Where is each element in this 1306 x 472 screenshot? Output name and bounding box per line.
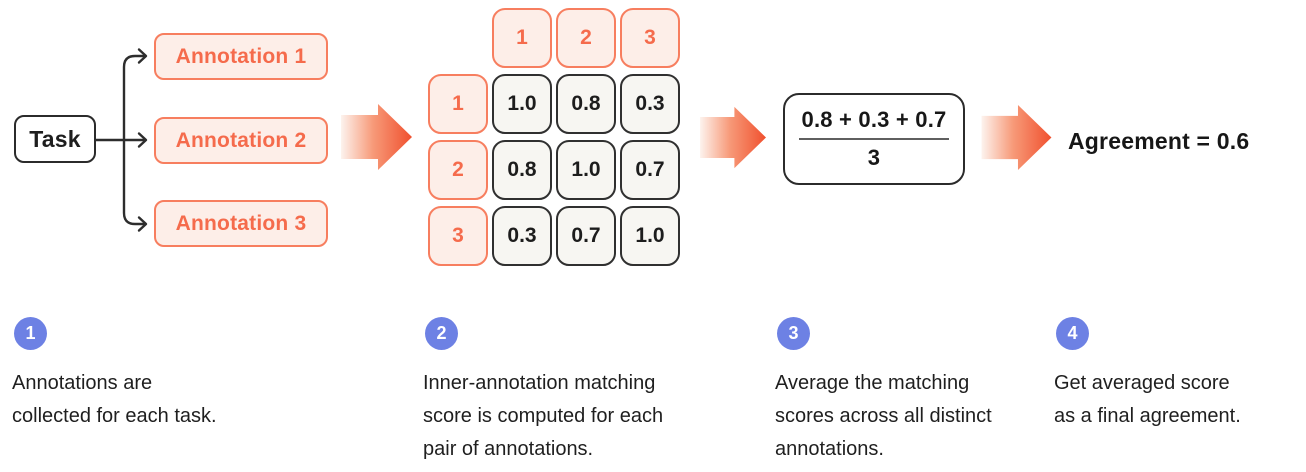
step-3-line-1: Average the matching xyxy=(775,372,970,394)
branch-connector-lines-icon xyxy=(95,48,148,232)
matrix-cell-3-2: 0.7 xyxy=(556,206,616,266)
matrix-cell-1-3: 0.3 xyxy=(620,74,680,134)
step-1-line-1: Annotations are xyxy=(12,372,153,394)
matrix-cell-3-3: 1.0 xyxy=(620,206,680,266)
annotation-1-box: Annotation 1 xyxy=(154,33,328,80)
step-4-badge: 4 xyxy=(1056,317,1089,350)
task-label: Task xyxy=(29,125,81,152)
flow-arrow-2-icon xyxy=(700,106,766,169)
task-box: Task xyxy=(14,115,96,163)
matrix-row-header-2: 2 xyxy=(428,140,488,200)
formula-numerator: 0.8 + 0.3 + 0.7 xyxy=(801,107,947,132)
step-4-line-1: Get averaged score xyxy=(1054,372,1230,394)
matching-score-matrix: 1 2 3 1 1.0 0.8 0.3 2 0.8 1.0 0.7 3 0.3 … xyxy=(428,8,680,266)
annotation-3-box: Annotation 3 xyxy=(154,200,328,247)
annotation-2-label: Annotation 2 xyxy=(175,128,307,152)
step-3: 3 Average the matching scores across all… xyxy=(775,317,992,466)
step-3-badge: 3 xyxy=(777,317,810,350)
step-4-number: 4 xyxy=(1067,323,1078,343)
step-2-line-2: score is computed for each xyxy=(423,405,664,427)
matrix-cell-2-2: 1.0 xyxy=(556,140,616,200)
average-formula-box: 0.8 + 0.3 + 0.7 3 xyxy=(783,93,965,185)
step-4-line-2: as a final agreement. xyxy=(1054,405,1241,427)
matrix-cell-1-1: 1.0 xyxy=(492,74,552,134)
step-4: 4 Get averaged score as a final agreemen… xyxy=(1054,317,1241,433)
step-2-number: 2 xyxy=(436,323,447,343)
matrix-row-header-3: 3 xyxy=(428,206,488,266)
step-2-text: Inner-annotation matching score is compu… xyxy=(423,367,663,466)
agreement-result: Agreement = 0.6 xyxy=(1068,128,1250,154)
matrix-col-header-1: 1 xyxy=(492,8,552,68)
formula-denominator: 3 xyxy=(867,145,881,170)
matrix-cell-3-1: 0.3 xyxy=(492,206,552,266)
matrix-cell-2-3: 0.7 xyxy=(620,140,680,200)
step-2-badge: 2 xyxy=(425,317,458,350)
step-2-line-1: Inner-annotation matching xyxy=(423,372,656,394)
annotation-2-box: Annotation 2 xyxy=(154,117,328,164)
step-1-badge: 1 xyxy=(14,317,47,350)
flow-arrow-1-icon xyxy=(341,104,412,170)
step-3-text: Average the matching scores across all d… xyxy=(775,367,992,466)
step-1-line-2: collected for each task. xyxy=(12,405,217,427)
fraction-bar xyxy=(799,138,949,140)
matrix-row-header-1: 1 xyxy=(428,74,488,134)
step-3-line-2: scores across all distinct xyxy=(775,405,992,427)
step-3-line-3: annotations. xyxy=(775,438,884,460)
matrix-cell-2-1: 0.8 xyxy=(492,140,552,200)
step-3-number: 3 xyxy=(788,323,799,343)
step-1-text: Annotations are collected for each task. xyxy=(12,367,217,433)
step-2: 2 Inner-annotation matching score is com… xyxy=(423,317,663,466)
annotation-1-label: Annotation 1 xyxy=(175,44,307,68)
step-2-line-3: pair of annotations. xyxy=(423,438,594,460)
step-4-text: Get averaged score as a final agreement. xyxy=(1054,367,1241,433)
flow-arrow-3-icon xyxy=(981,105,1052,170)
matrix-corner-spacer xyxy=(428,8,488,68)
annotation-3-label: Annotation 3 xyxy=(175,211,307,235)
step-1: 1 Annotations are collected for each tas… xyxy=(12,317,217,433)
matrix-cell-1-2: 0.8 xyxy=(556,74,616,134)
matrix-col-header-3: 3 xyxy=(620,8,680,68)
step-1-number: 1 xyxy=(25,323,36,343)
matrix-col-header-2: 2 xyxy=(556,8,616,68)
